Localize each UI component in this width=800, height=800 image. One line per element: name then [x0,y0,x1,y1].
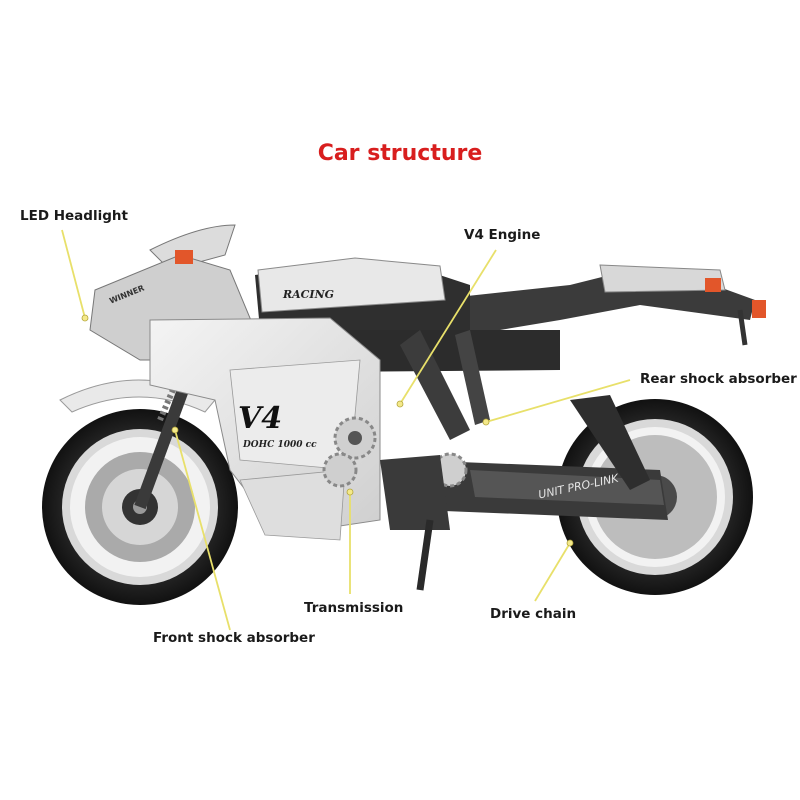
engine-spec-decal: DOHC 1000 cc [242,440,317,450]
label-drive-chain: Drive chain [490,606,577,622]
leader-lines [61,229,631,631]
label-rear-shock-absorber: Rear shock absorber [640,371,797,387]
label-v4-engine: V4 Engine [464,227,541,243]
engine-gears [322,416,468,530]
swingarm: UNIT PRO-LINK [410,395,668,520]
label-transmission: Transmission [304,600,404,616]
label-front-shock-absorber: Front shock absorber [153,630,315,646]
tank-decal: RACING [282,288,334,301]
diagram-title: Car structure [317,141,483,166]
v4-badge: V4 [238,401,282,436]
label-led-headlight: LED Headlight [20,208,128,224]
frame-and-tank: RACING [255,257,560,440]
front-fairing: WINNER V4 DOHC 1000 cc [89,224,381,541]
